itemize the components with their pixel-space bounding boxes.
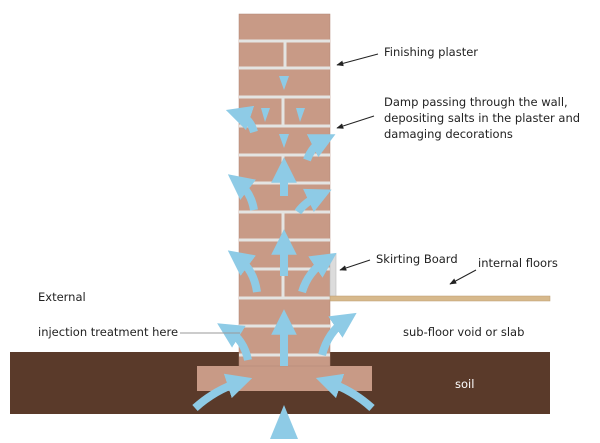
damp-arrow-up bbox=[270, 405, 298, 439]
label-external: External bbox=[38, 290, 86, 304]
label-pointers bbox=[336, 53, 477, 285]
label-damp-1: Damp passing through the wall, bbox=[384, 95, 568, 109]
damp-arrow-curve bbox=[298, 252, 337, 294]
label-skirting-board: Skirting Board bbox=[376, 252, 458, 266]
skirting-board bbox=[329, 253, 337, 298]
damp-drop bbox=[296, 108, 305, 122]
label-injection: injection treatment here bbox=[38, 325, 179, 339]
damp-arrow-curve bbox=[225, 105, 258, 134]
pointer-finishing-plaster bbox=[336, 53, 379, 67]
damp-arrows bbox=[261, 76, 305, 439]
label-internal-floors: internal floors bbox=[478, 256, 558, 270]
label-soil: soil bbox=[455, 377, 475, 391]
label-finishing-plaster: Finishing plaster bbox=[384, 45, 479, 59]
pointer-damp bbox=[336, 115, 375, 129]
damp-arrow-curve bbox=[318, 312, 357, 357]
damp-arrow-curve bbox=[227, 174, 258, 211]
damp-drop bbox=[261, 108, 270, 122]
damp-arrow-curve bbox=[315, 373, 375, 412]
label-subfloor: sub-floor void or slab bbox=[403, 325, 525, 339]
internal-floor-board bbox=[329, 295, 551, 302]
damp-arrow-curve bbox=[217, 323, 252, 361]
damp-drop bbox=[279, 76, 289, 90]
damp-arrow-curve bbox=[294, 188, 332, 215]
damp-arrow-curve bbox=[192, 373, 253, 412]
damp-drop bbox=[279, 134, 289, 148]
damp-arrow-curve bbox=[227, 250, 261, 293]
label-damp-3: damaging decorations bbox=[384, 127, 513, 141]
label-damp-2: depositing salts in the plaster and bbox=[384, 111, 581, 125]
damp-arrow-curve bbox=[303, 134, 336, 162]
pointer-internal-floors bbox=[449, 269, 477, 285]
pointer-skirting bbox=[339, 259, 371, 271]
